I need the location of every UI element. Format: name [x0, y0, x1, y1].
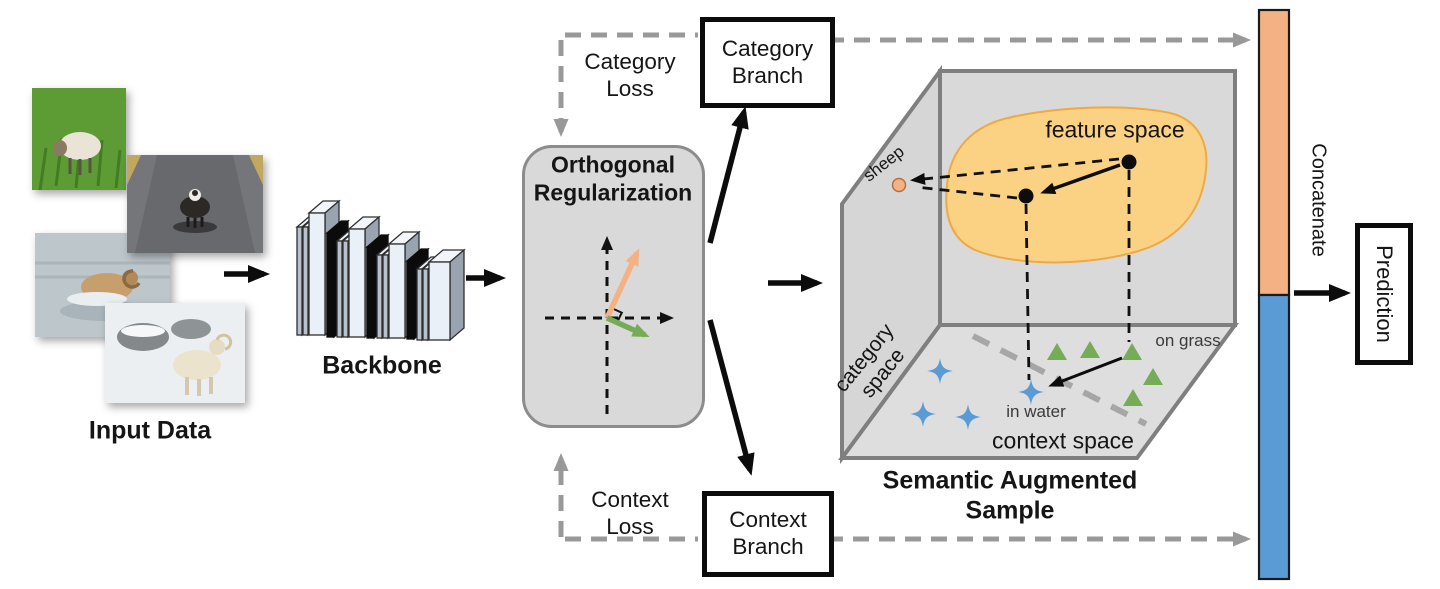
- context-vector: [605, 315, 650, 338]
- semantic-cube: [838, 64, 1239, 465]
- flow-arrows: [224, 106, 1351, 476]
- original-sample-dot: [1121, 154, 1137, 170]
- sheep-category-dot: [891, 177, 907, 193]
- in-water-label: in water: [1006, 402, 1066, 421]
- category-branch-label-1: Category: [721, 35, 814, 61]
- augmented-sample-dot: [1018, 188, 1034, 204]
- category-loss-label: Category Loss: [584, 48, 675, 102]
- input-data-label: Input Data: [88, 416, 212, 445]
- context-loss-label: Context Loss: [591, 486, 669, 540]
- concatenate-label: Concatenate: [1307, 143, 1330, 257]
- right-angle-marker: [611, 307, 624, 324]
- context-branch-label-1: Context: [729, 507, 807, 533]
- to-sheep-line-1: [910, 157, 1120, 185]
- conv-block-1: [295, 199, 341, 337]
- category-feature-bar: [1257, 8, 1291, 297]
- context-loss-1: Context: [591, 487, 669, 512]
- on-grass-label: on grass: [1155, 331, 1221, 350]
- orthogonal-title: Orthogonal Regularization: [534, 151, 692, 206]
- loss-connectors: [553, 32, 1251, 547]
- feature-space-blob: [945, 106, 1208, 264]
- context-branch-box: Context Branch: [702, 491, 834, 577]
- context-branch-label-2: Branch: [732, 534, 804, 559]
- backbone-illustration: [295, 199, 466, 342]
- category-branch-label-2: Branch: [731, 62, 804, 88]
- drop-line-augmented: [1024, 203, 1031, 381]
- concatenate-bar: [1257, 8, 1291, 581]
- input-photo-sheep-on-grass: [32, 88, 126, 190]
- input-photo-sheep-on-road: [127, 155, 263, 253]
- context-space-label: context space: [992, 427, 1134, 454]
- orthogonal-title-2: Regularization: [533, 179, 693, 205]
- backbone-label: Backbone: [322, 351, 442, 380]
- conv-block-4: [415, 248, 466, 342]
- prediction-box: Prediction: [1355, 223, 1413, 365]
- semantic-augmented-caption: Semantic Augmented Sample: [883, 467, 1138, 526]
- projection-lines: [910, 157, 1131, 381]
- input-photo-sheep-in-snow: [105, 303, 245, 403]
- context-loss-2: Loss: [606, 514, 654, 539]
- category-loss-2: Loss: [606, 76, 654, 101]
- context-swap-arrow: [1048, 356, 1123, 387]
- category-branch-box: Category Branch: [700, 17, 835, 108]
- feature-augment-arrow: [1040, 163, 1121, 194]
- orthogonal-title-1: Orthogonal: [551, 151, 675, 178]
- context-feature-bar: [1257, 293, 1291, 581]
- caption-1: Semantic Augmented: [882, 466, 1138, 495]
- caption-2: Sample: [965, 496, 1055, 524]
- orthogonal-regularization-panel: [522, 145, 705, 428]
- feature-space-label: feature space: [1045, 116, 1185, 143]
- orthogonal-axes: [545, 236, 674, 414]
- category-loss-1: Category: [584, 49, 676, 74]
- or-to-category-arrow: [707, 106, 749, 244]
- or-to-context-arrow: [707, 319, 755, 476]
- category-vector: [604, 248, 640, 320]
- prediction-label: Prediction: [1372, 245, 1397, 343]
